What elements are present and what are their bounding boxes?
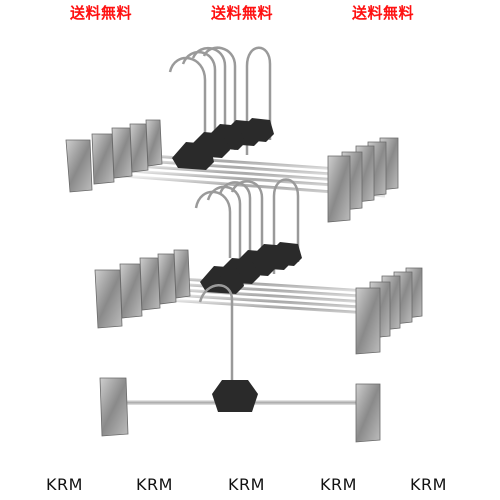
top-hanger-stack	[65, 46, 399, 223]
free-shipping-banner-2: 送料無料	[211, 4, 274, 22]
brand-label-2: KRM	[136, 475, 173, 494]
brand-label-3: KRM	[228, 475, 265, 494]
free-shipping-banner-3: 送料無料	[352, 4, 415, 22]
free-shipping-banner-1: 送料無料	[70, 4, 133, 22]
brand-label-1: KRM	[46, 475, 83, 494]
single-hanger	[99, 284, 381, 443]
middle-hanger-stack	[94, 178, 423, 355]
brand-label-5: KRM	[410, 475, 447, 494]
brand-label-4: KRM	[320, 475, 357, 494]
